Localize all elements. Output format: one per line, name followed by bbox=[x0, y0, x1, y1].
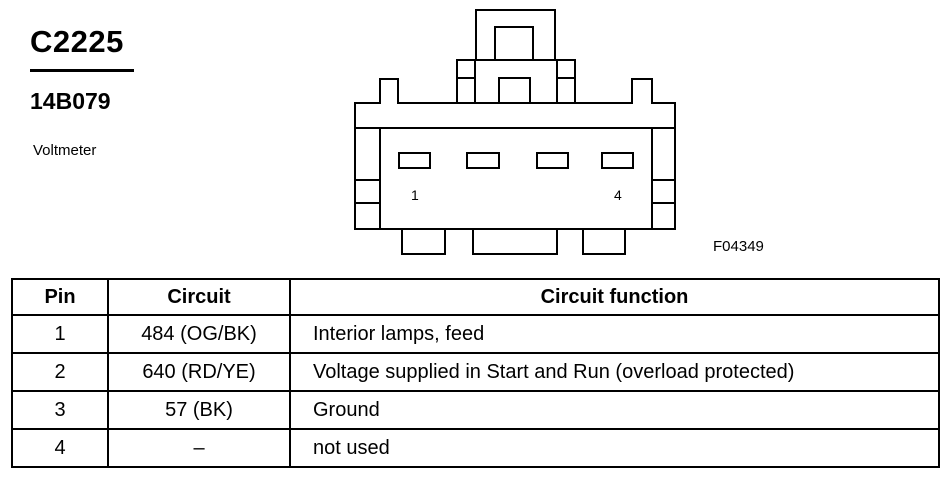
key-window bbox=[498, 77, 531, 104]
latch-outer bbox=[475, 9, 556, 61]
function-cell: Interior lamps, feed bbox=[289, 314, 940, 354]
table-row: 1 484 (OG/BK) Interior lamps, feed bbox=[11, 314, 940, 354]
pin-cavity-3 bbox=[536, 152, 569, 169]
pin-label-4: 4 bbox=[614, 187, 622, 203]
circuit-cell: 640 (RD/YE) bbox=[107, 352, 291, 392]
title-underline bbox=[30, 69, 134, 72]
table-header-row: Pin Circuit Circuit function bbox=[11, 278, 940, 316]
upper-step-outline bbox=[456, 59, 576, 103]
function-cell: Ground bbox=[289, 390, 940, 430]
circuit-cell: 57 (BK) bbox=[107, 390, 291, 430]
pin-cell: 4 bbox=[11, 428, 109, 468]
pin-cavity-2 bbox=[466, 152, 500, 169]
header-circuit: Circuit bbox=[107, 278, 291, 316]
pin-cell: 2 bbox=[11, 352, 109, 392]
bottom-tab-right bbox=[582, 229, 626, 255]
circuit-cell: – bbox=[107, 428, 291, 468]
part-number: 14B079 bbox=[30, 88, 111, 114]
table-row: 3 57 (BK) Ground bbox=[11, 390, 940, 430]
connector-description: Voltmeter bbox=[33, 142, 97, 159]
circuit-cell: 484 (OG/BK) bbox=[107, 314, 291, 354]
header-circuit-function: Circuit function bbox=[289, 278, 940, 316]
bottom-tab-left bbox=[401, 229, 446, 255]
header-pin: Pin bbox=[11, 278, 109, 316]
body-outline bbox=[354, 78, 676, 230]
pinout-table: Pin Circuit Circuit function 1 484 (OG/B… bbox=[11, 278, 940, 468]
pin-cavity-4 bbox=[601, 152, 634, 169]
connector-id: C2225 bbox=[30, 24, 124, 59]
table-row: 2 640 (RD/YE) Voltage supplied in Start … bbox=[11, 352, 940, 392]
pin-label-1: 1 bbox=[411, 187, 419, 203]
bottom-tab-center bbox=[472, 229, 558, 255]
function-cell: Voltage supplied in Start and Run (overl… bbox=[289, 352, 940, 392]
figure-id: F04349 bbox=[713, 238, 764, 255]
function-cell: not used bbox=[289, 428, 940, 468]
pin-cell: 1 bbox=[11, 314, 109, 354]
table-row: 4 – not used bbox=[11, 428, 940, 468]
latch-inner bbox=[494, 26, 534, 61]
pin-cell: 3 bbox=[11, 390, 109, 430]
pin-cavity-1 bbox=[398, 152, 431, 169]
